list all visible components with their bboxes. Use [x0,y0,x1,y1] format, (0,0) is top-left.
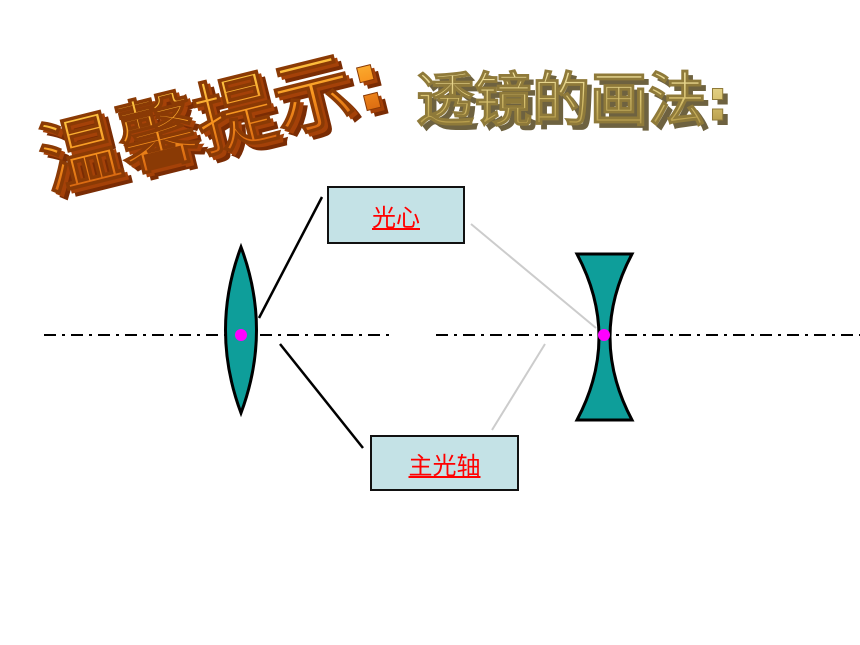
lens-title-wordart: 透镜的画法: 透镜的画法: [416,66,735,140]
pointer-principal-axis-concave [491,343,546,431]
optical-center-dot-convex [235,329,247,341]
pointer-optical-center-concave [470,223,597,329]
principal-axis-link[interactable]: 主光轴 [408,451,481,480]
pointer-principal-axis-convex [279,343,364,449]
optical-center-label-box: 光心 [327,186,465,244]
optical-center-link[interactable]: 光心 [372,203,420,232]
lens-title: 透镜的画法: [416,66,729,134]
optical-center-dot-concave [598,329,610,341]
principal-axis-label-box: 主光轴 [370,435,519,491]
pointer-optical-center-convex [257,196,324,319]
lens-title-shadow: 透镜的画法: [421,71,734,139]
tip-title: 温馨提示: [30,33,394,208]
